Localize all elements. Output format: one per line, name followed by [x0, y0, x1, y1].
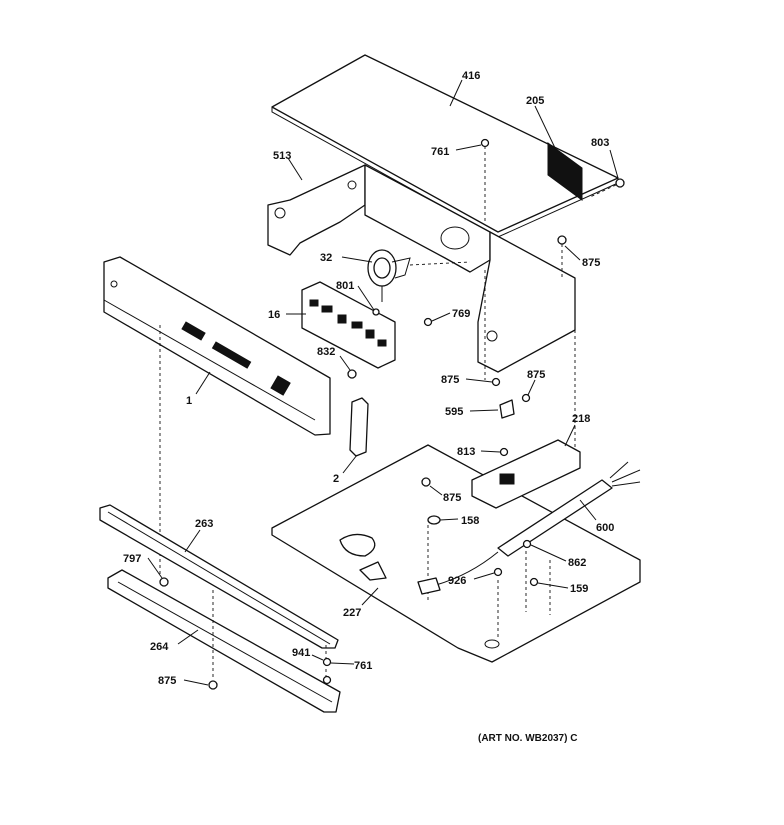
callout-862: 862 [568, 557, 586, 569]
screw-941 [322, 657, 332, 667]
callout-875-mid2: 875 [527, 369, 545, 381]
callout-218: 218 [572, 413, 590, 425]
callout-2: 2 [333, 473, 339, 485]
bracket [349, 397, 369, 457]
screw-832 [347, 369, 357, 379]
bottom-plate [271, 444, 641, 663]
screw-803 [589, 178, 625, 198]
screw-761-top [480, 138, 490, 222]
screw-926 [493, 567, 503, 577]
control-board [301, 281, 396, 369]
callout-32: 32 [320, 252, 332, 264]
inner-back-panel [364, 164, 491, 273]
callout-263: 263 [195, 518, 213, 530]
screw-761-bottom [322, 675, 332, 685]
component-bracket [471, 439, 581, 509]
vent-grille [547, 142, 583, 201]
callout-1: 1 [186, 395, 192, 407]
callout-264: 264 [150, 641, 169, 653]
leader-lines [147, 79, 619, 686]
screw-875-bottom [208, 680, 218, 690]
clip-595 [499, 399, 515, 419]
callout-941: 941 [292, 647, 310, 659]
callout-875-mid: 875 [441, 374, 459, 386]
screw-769 [423, 317, 433, 327]
screw-875-right [557, 235, 567, 280]
callout-513: 513 [273, 150, 291, 162]
callout-832: 832 [317, 346, 335, 358]
vent-trim [99, 504, 339, 649]
callout-761-bottom: 761 [354, 660, 372, 672]
callout-801: 801 [336, 280, 354, 292]
callout-797: 797 [123, 553, 141, 565]
connector-862 [522, 539, 532, 549]
right-side-panel [477, 231, 576, 455]
screw-875-mid2 [521, 393, 531, 403]
screw-875-mid [491, 377, 501, 387]
clip-159 [529, 577, 539, 587]
fan-motor [367, 249, 471, 302]
screw-797 [159, 577, 169, 587]
callout-761-top: 761 [431, 146, 449, 158]
callout-227: 227 [343, 607, 361, 619]
callout-926: 926 [448, 575, 466, 587]
callout-16: 16 [268, 309, 280, 321]
callout-803: 803 [591, 137, 609, 149]
callout-205: 205 [526, 95, 544, 107]
callout-769: 769 [452, 308, 470, 320]
callout-813: 813 [457, 446, 475, 458]
art-number-note: (ART NO. WB2037) C [478, 733, 578, 744]
callout-595: 595 [445, 406, 463, 418]
callout-600: 600 [596, 522, 614, 534]
callout-875-right: 875 [582, 257, 600, 269]
lower-trim [107, 569, 341, 713]
screw-875-lower [421, 477, 431, 487]
screw-813 [499, 447, 509, 457]
rear-wall-panel [267, 164, 366, 256]
callout-875-bottom: 875 [158, 675, 176, 687]
clip-158 [427, 515, 441, 525]
callout-159: 159 [570, 583, 588, 595]
wire-harness [417, 461, 641, 595]
control-panel [103, 256, 331, 575]
callout-158: 158 [461, 515, 479, 527]
callout-416: 416 [462, 70, 480, 82]
callout-875-lower: 875 [443, 492, 461, 504]
